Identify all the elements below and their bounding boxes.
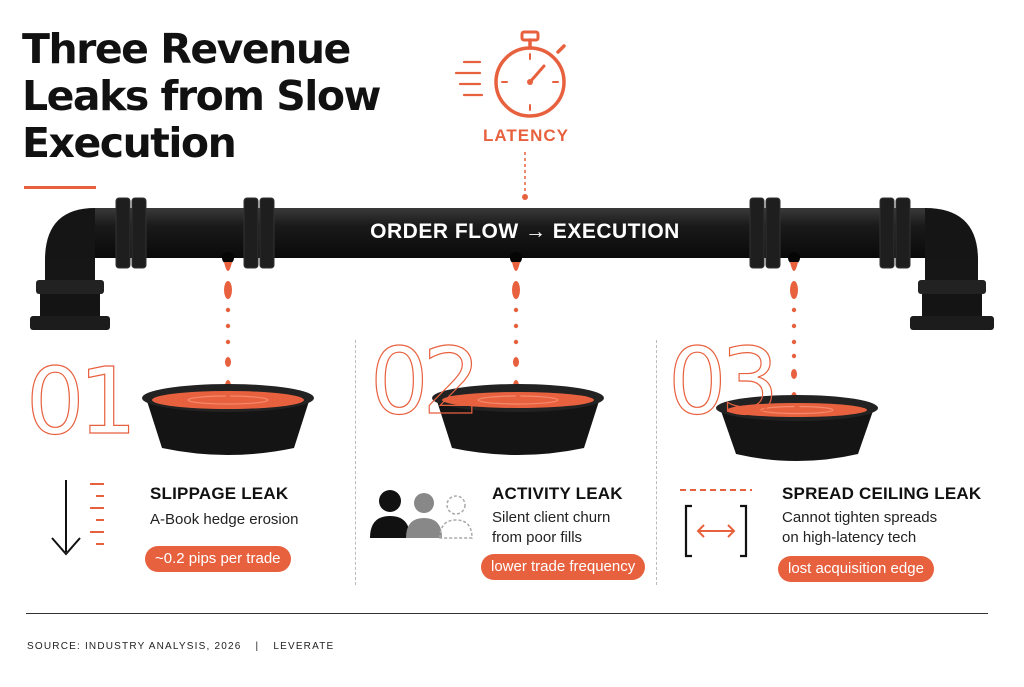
down-arrow-ruler-icon xyxy=(51,480,104,556)
source-text: SOURCE: INDUSTRY ANALYSIS, 2026 xyxy=(27,641,242,652)
latency-connector xyxy=(522,152,528,200)
leak-description-3: Cannot tighten spreads on high-latency t… xyxy=(782,509,938,546)
page-title: Three Revenue Leaks from Slow Execution xyxy=(22,25,381,167)
basin-2 xyxy=(432,384,604,455)
users-fading-icon xyxy=(370,490,473,539)
footer-rule xyxy=(26,613,988,614)
order-flow-pipe xyxy=(30,197,994,330)
leak-title-2: ACTIVITY LEAK xyxy=(492,484,623,503)
leak-badge-1: ~0.2 pips per trade xyxy=(145,546,291,572)
source-separator: | xyxy=(255,641,260,652)
section-divider-1 xyxy=(355,340,356,585)
source-line: SOURCE: INDUSTRY ANALYSIS, 2026 | LEVERATE xyxy=(27,641,334,652)
title-underline xyxy=(24,186,96,189)
leak-number-3: 03 xyxy=(667,328,779,435)
basin-3 xyxy=(716,395,878,461)
basin-1 xyxy=(142,384,314,455)
stopwatch-icon xyxy=(454,30,566,118)
section-divider-2 xyxy=(656,340,657,585)
leak-title-3: SPREAD CEILING LEAK xyxy=(782,484,982,503)
brand-name: LEVERATE xyxy=(273,641,335,652)
spread-bracket-icon xyxy=(680,489,752,558)
leak-badge-2: lower trade frequency xyxy=(481,554,646,580)
leak-number-1: 01 xyxy=(25,348,137,455)
pipe-label: ORDER FLOW → EXECUTION xyxy=(370,220,680,243)
leak-badge-3: lost acquisition edge xyxy=(778,556,934,582)
leak-title-1: SLIPPAGE LEAK xyxy=(150,484,289,503)
leak-description-2: Silent client churn from poor fills xyxy=(492,509,611,546)
latency-label: LATENCY xyxy=(482,126,569,145)
leak-description-1: A-Book hedge erosion xyxy=(150,511,299,528)
leak-number-2: 02 xyxy=(369,328,481,435)
